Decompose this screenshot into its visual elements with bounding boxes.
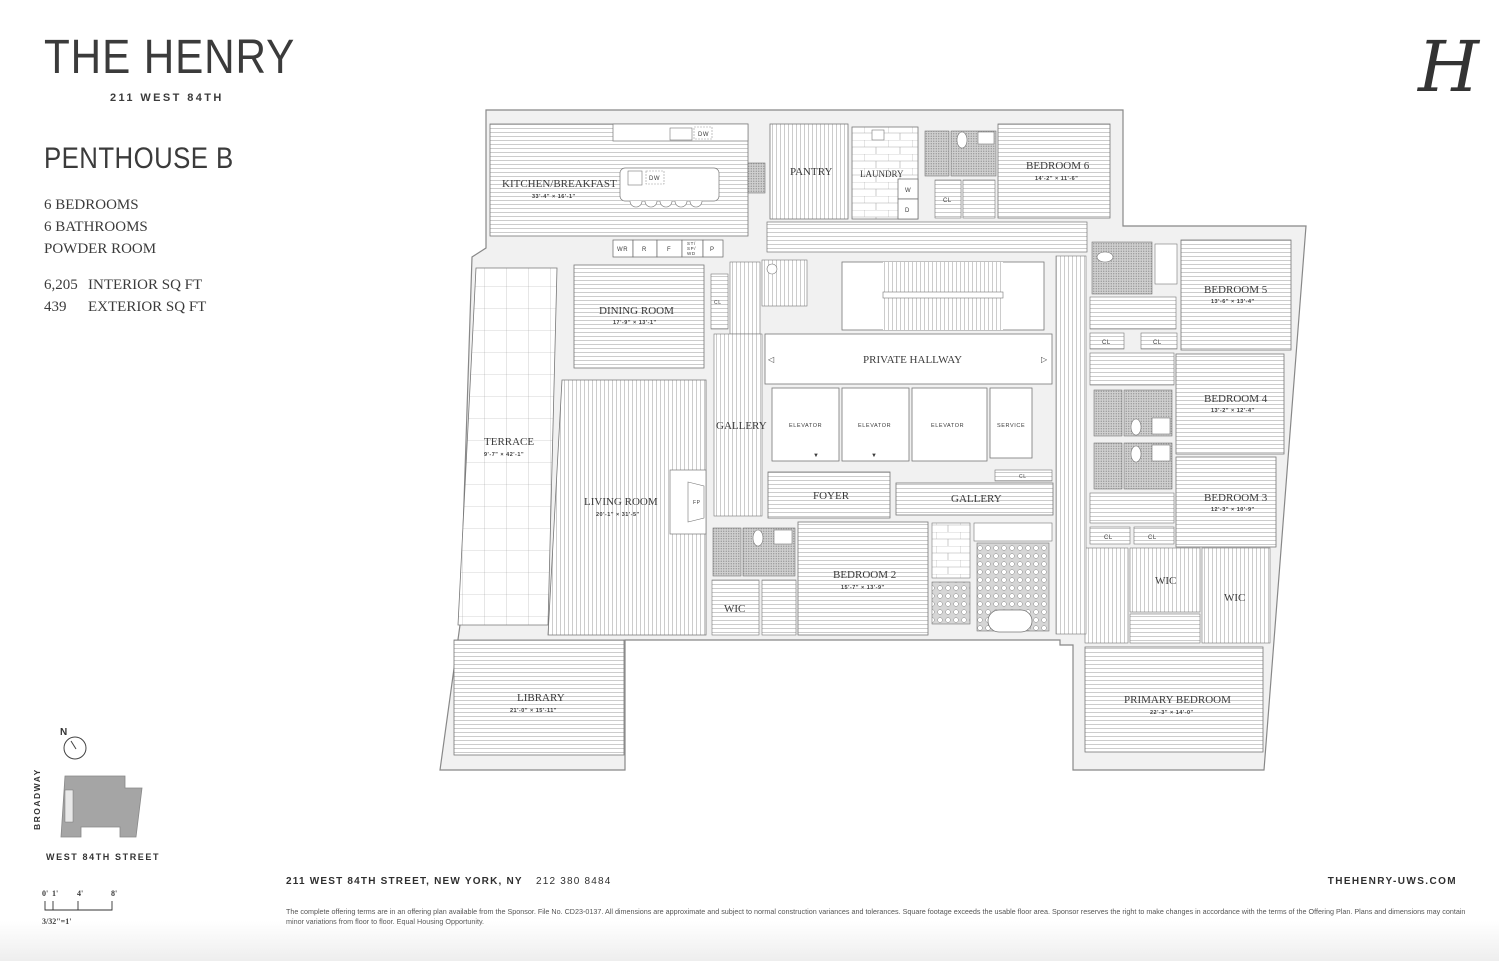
- svg-text:F: F: [667, 247, 671, 253]
- svg-text:LIBRARY: LIBRARY: [517, 692, 565, 704]
- svg-text:LIVING ROOM: LIVING ROOM: [584, 496, 658, 508]
- svg-text:W: W: [905, 188, 911, 194]
- svg-text:CL: CL: [1104, 535, 1113, 541]
- svg-text:BEDROOM 4: BEDROOM 4: [1204, 393, 1268, 405]
- svg-text:BEDROOM 2: BEDROOM 2: [833, 569, 896, 581]
- svg-text:WD: WD: [687, 251, 696, 256]
- svg-text:TERRACE: TERRACE: [484, 436, 534, 448]
- svg-text:17'-9" × 13'-1": 17'-9" × 13'-1": [613, 320, 657, 326]
- svg-text:FOYER: FOYER: [813, 490, 850, 502]
- svg-text:P: P: [710, 247, 715, 253]
- svg-text:8': 8': [111, 889, 117, 898]
- street-label: WEST 84TH STREET: [46, 852, 161, 862]
- svg-text:FP: FP: [693, 500, 701, 506]
- svg-text:CL: CL: [1153, 340, 1162, 346]
- svg-text:▼: ▼: [871, 453, 877, 459]
- script-h-logo-icon: H: [1418, 26, 1480, 108]
- svg-text:BROADWAY: BROADWAY: [32, 770, 42, 830]
- svg-text:CL: CL: [1148, 535, 1157, 541]
- svg-text:PRIMARY BEDROOM: PRIMARY BEDROOM: [1124, 694, 1231, 706]
- spec-bedrooms: 6 BEDROOMS: [44, 197, 139, 213]
- unit-title: PENTHOUSE B: [44, 142, 234, 175]
- svg-text:GALLERY: GALLERY: [716, 420, 767, 432]
- building-key-plan: BROADWAY: [32, 770, 143, 838]
- north-arrow-icon: N: [60, 727, 87, 760]
- svg-text:DW: DW: [698, 132, 709, 138]
- svg-text:33'-4" × 16'-1": 33'-4" × 16'-1": [532, 194, 576, 200]
- svg-text:N: N: [60, 727, 67, 738]
- spec-bathrooms: 6 BATHROOMS: [44, 219, 148, 235]
- svg-text:PANTRY: PANTRY: [790, 166, 832, 178]
- svg-text:15'-7" × 13'-9": 15'-7" × 13'-9": [841, 585, 885, 591]
- scale-bar: 0' 1' 4' 8' 3/32"=1': [42, 889, 117, 926]
- svg-text:BEDROOM 3: BEDROOM 3: [1204, 492, 1268, 504]
- svg-text:ELEVATOR: ELEVATOR: [931, 423, 964, 429]
- svg-text:R: R: [642, 247, 647, 253]
- svg-text:ST/: ST/: [687, 241, 696, 246]
- svg-text:GALLERY: GALLERY: [951, 493, 1002, 505]
- svg-text:ELEVATOR: ELEVATOR: [858, 423, 891, 429]
- svg-text:9'-7" × 42'-1": 9'-7" × 42'-1": [484, 452, 524, 458]
- svg-text:21'-0" × 15'-11": 21'-0" × 15'-11": [510, 708, 557, 714]
- bottom-shadow: [0, 921, 1499, 961]
- brand-subtitle-address: 211 WEST 84TH: [110, 92, 224, 104]
- svg-text:BEDROOM 6: BEDROOM 6: [1026, 160, 1090, 172]
- svg-text:WR: WR: [617, 247, 628, 253]
- svg-text:▷: ▷: [1041, 355, 1048, 364]
- svg-text:1': 1': [52, 889, 58, 898]
- svg-text:BEDROOM 5: BEDROOM 5: [1204, 284, 1268, 296]
- footer-address: 211 WEST 84TH STREET, NEW YORK, NY: [286, 876, 523, 887]
- svg-text:20'-1" × 31'-5": 20'-1" × 31'-5": [596, 512, 640, 518]
- svg-text:PRIVATE HALLWAY: PRIVATE HALLWAY: [863, 354, 962, 366]
- spec-powder-room: POWDER ROOM: [44, 241, 157, 257]
- svg-text:WIC: WIC: [1155, 575, 1176, 587]
- svg-text:14'-2" × 11'-6": 14'-2" × 11'-6": [1035, 176, 1078, 182]
- svg-text:▼: ▼: [813, 453, 819, 459]
- svg-text:SERVICE: SERVICE: [997, 423, 1025, 429]
- floor-plan: DW DW KITCHEN/BREAKFAST 33'-4" × 16'-1" …: [439, 109, 1307, 771]
- svg-text:◁: ◁: [768, 355, 775, 364]
- svg-text:12'-3" × 10'-9": 12'-3" × 10'-9": [1211, 507, 1255, 513]
- brand-title: THE HENRY: [44, 31, 296, 84]
- svg-text:CL: CL: [1019, 474, 1027, 480]
- svg-text:SP/: SP/: [687, 246, 696, 251]
- svg-text:CL: CL: [1102, 340, 1111, 346]
- svg-text:13'-2" × 12'-4": 13'-2" × 12'-4": [1211, 408, 1255, 414]
- svg-text:DW: DW: [649, 176, 660, 182]
- svg-text:4': 4': [77, 889, 83, 898]
- svg-text:KITCHEN/BREAKFAST: KITCHEN/BREAKFAST: [502, 178, 617, 190]
- svg-text:CL: CL: [943, 198, 952, 204]
- svg-text:D: D: [905, 208, 910, 214]
- svg-text:22'-3" × 14'-0": 22'-3" × 14'-0": [1150, 710, 1194, 716]
- svg-text:WIC: WIC: [1224, 592, 1245, 604]
- svg-text:13'-6" × 13'-4": 13'-6" × 13'-4": [1211, 299, 1255, 305]
- svg-text:WIC: WIC: [724, 603, 745, 615]
- svg-text:ELEVATOR: ELEVATOR: [789, 423, 822, 429]
- svg-text:DINING ROOM: DINING ROOM: [599, 305, 674, 317]
- footer-website-link[interactable]: THEHENRY-UWS.COM: [1327, 876, 1457, 887]
- footer-phone[interactable]: 212 380 8484: [536, 876, 612, 887]
- svg-text:LAUNDRY: LAUNDRY: [860, 169, 904, 179]
- svg-text:CL: CL: [714, 300, 722, 306]
- svg-text:0': 0': [42, 889, 48, 898]
- unit-specs: 6 BEDROOMS 6 BATHROOMS POWDER ROOM: [44, 194, 156, 260]
